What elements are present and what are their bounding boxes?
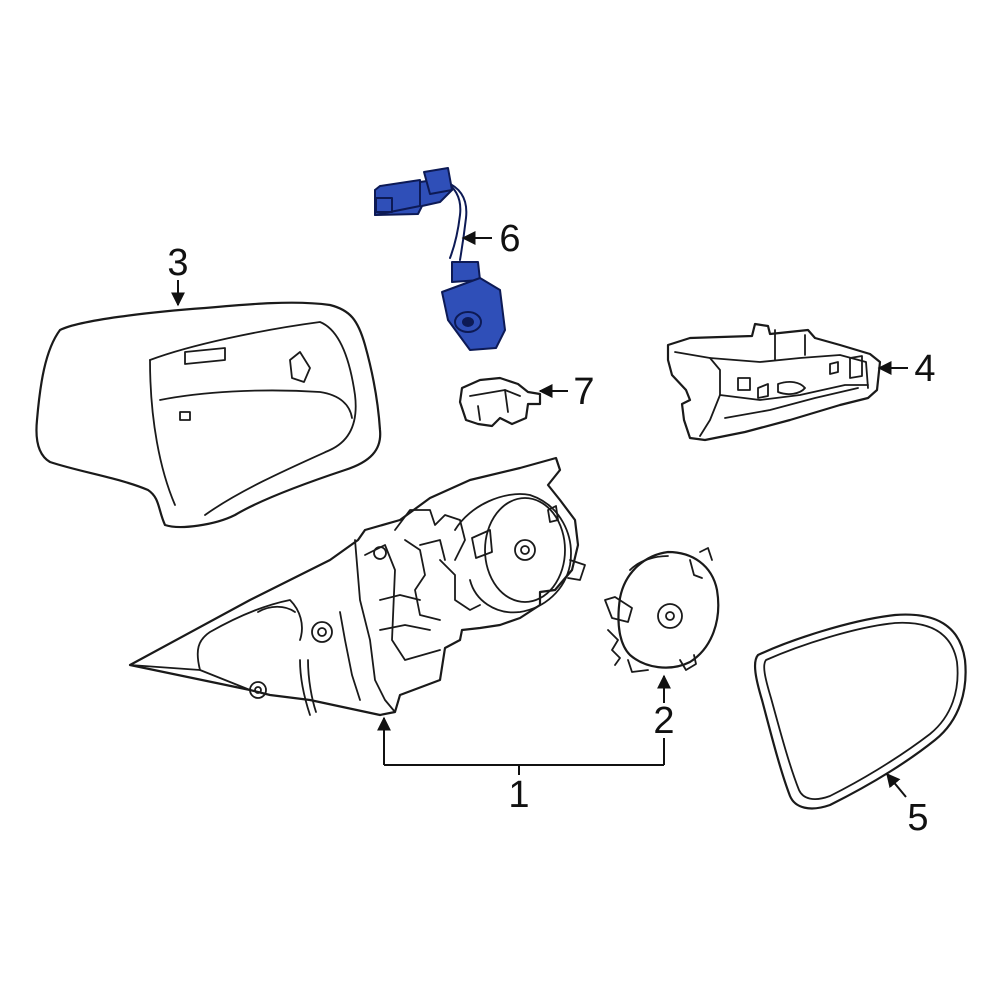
callout-4: 4: [877, 348, 936, 390]
part-4-housing-frame[interactable]: [666, 322, 882, 442]
callout-label-5: 5: [907, 797, 928, 839]
part-3-mirror-cover[interactable]: [35, 301, 382, 529]
callout-label-1: 1: [508, 774, 529, 816]
callout-5: 5: [886, 772, 929, 839]
part-7-clip[interactable]: [458, 376, 542, 428]
part-2-mirror-actuator[interactable]: [604, 547, 720, 673]
part-6-wiring-harness[interactable]: [374, 167, 506, 351]
part-5-mirror-glass[interactable]: [753, 613, 967, 810]
part-1-mirror-bracket-assembly[interactable]: [128, 456, 586, 717]
callout-6: 6: [461, 218, 521, 260]
callout-3: 3: [167, 242, 189, 307]
callout-2: 2: [653, 674, 675, 765]
callout-label-4: 4: [914, 348, 935, 390]
callout-label-6: 6: [499, 218, 520, 260]
callout-label-2: 2: [653, 700, 674, 742]
callout-label-3: 3: [167, 242, 188, 284]
callout-1: 1: [377, 716, 664, 816]
callout-label-7: 7: [573, 371, 594, 413]
callout-7: 7: [538, 371, 595, 413]
